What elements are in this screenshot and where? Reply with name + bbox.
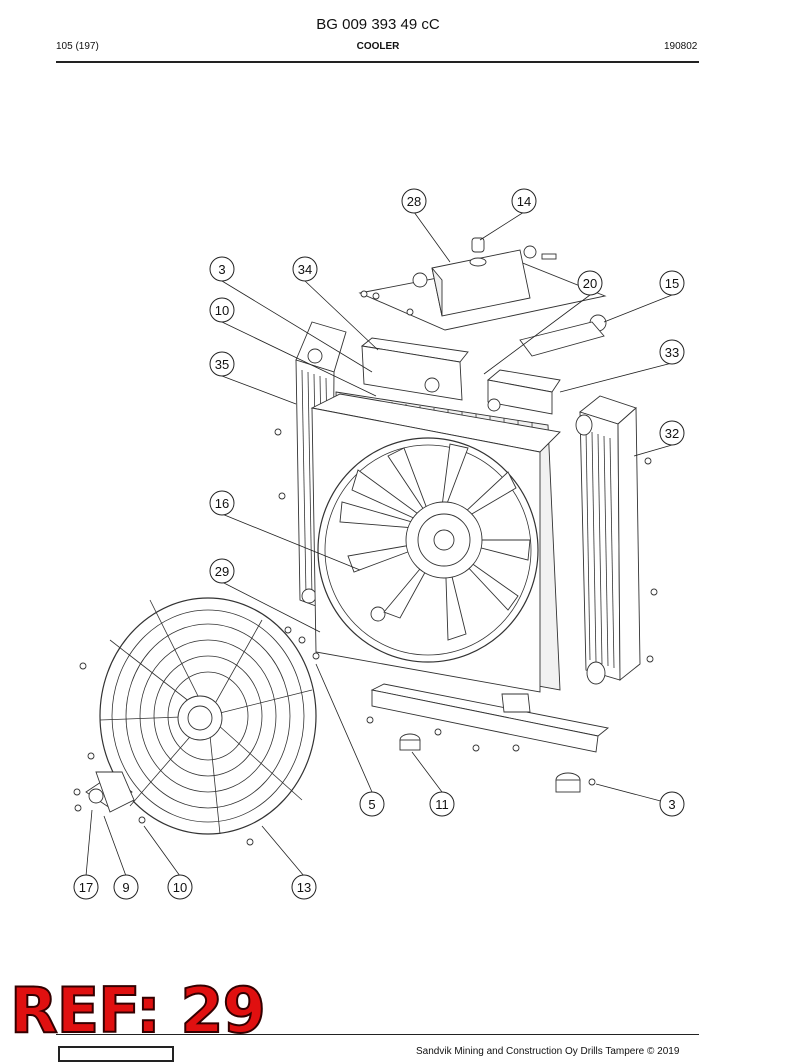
svg-text:10: 10 xyxy=(215,303,229,318)
svg-text:35: 35 xyxy=(215,357,229,372)
brand-logo-box xyxy=(58,1046,174,1062)
svg-text:28: 28 xyxy=(407,194,421,209)
hydraulic-motor xyxy=(85,771,135,813)
callout-15: 15 xyxy=(659,270,685,296)
svg-text:33: 33 xyxy=(665,345,679,360)
reference-stamp: REF: 29 xyxy=(9,974,267,1047)
svg-text:11: 11 xyxy=(435,797,449,812)
fan-guard xyxy=(99,597,317,835)
svg-text:5: 5 xyxy=(368,797,375,812)
date-code: 190802 xyxy=(664,41,698,52)
lower-bracket xyxy=(370,683,610,793)
callout-11: 11 xyxy=(429,791,455,817)
callout-10-bottom: 10 xyxy=(167,874,193,900)
callout-5: 5 xyxy=(359,791,385,817)
callout-13: 13 xyxy=(291,874,317,900)
svg-text:3: 3 xyxy=(668,797,675,812)
section-title: COOLER xyxy=(356,41,400,52)
expansion-tank xyxy=(358,237,607,357)
callout-17: 17 xyxy=(73,874,99,900)
callout-35: 35 xyxy=(209,351,235,377)
svg-text:20: 20 xyxy=(583,276,597,291)
svg-text:14: 14 xyxy=(517,194,531,209)
footer-copyright: Sandvik Mining and Construction Oy Drill… xyxy=(416,1046,680,1057)
svg-text:16: 16 xyxy=(215,496,229,511)
svg-text:34: 34 xyxy=(298,262,312,277)
header-rule xyxy=(56,61,699,63)
callout-28: 28 xyxy=(401,188,427,214)
charge-air-cooler xyxy=(575,395,641,685)
callout-33: 33 xyxy=(659,339,685,365)
callout-29: 29 xyxy=(209,558,235,584)
svg-text:3: 3 xyxy=(218,262,225,277)
callout-16: 16 xyxy=(209,490,235,516)
top-brackets xyxy=(360,337,561,415)
callout-34: 34 xyxy=(292,256,318,282)
page-number: 105 (197) xyxy=(56,41,99,52)
callout-32: 32 xyxy=(659,420,685,446)
svg-text:9: 9 xyxy=(122,880,129,895)
svg-text:10: 10 xyxy=(173,880,187,895)
svg-text:15: 15 xyxy=(665,276,679,291)
document-number: BG 009 393 49 cC xyxy=(316,16,440,33)
callout-20: 20 xyxy=(577,270,603,296)
fasteners xyxy=(73,290,658,846)
svg-text:17: 17 xyxy=(79,880,93,895)
callout-14: 14 xyxy=(511,188,537,214)
svg-text:29: 29 xyxy=(215,564,229,579)
callout-10-top: 10 xyxy=(209,297,235,323)
callout-leaders xyxy=(85,211,673,877)
svg-text:13: 13 xyxy=(297,880,311,895)
svg-text:32: 32 xyxy=(665,426,679,441)
callout-3-bottom: 3 xyxy=(659,791,685,817)
callout-3-top: 3 xyxy=(209,256,235,282)
callout-9: 9 xyxy=(113,874,139,900)
fan-blades xyxy=(339,443,531,641)
footer-rule xyxy=(56,1034,699,1035)
